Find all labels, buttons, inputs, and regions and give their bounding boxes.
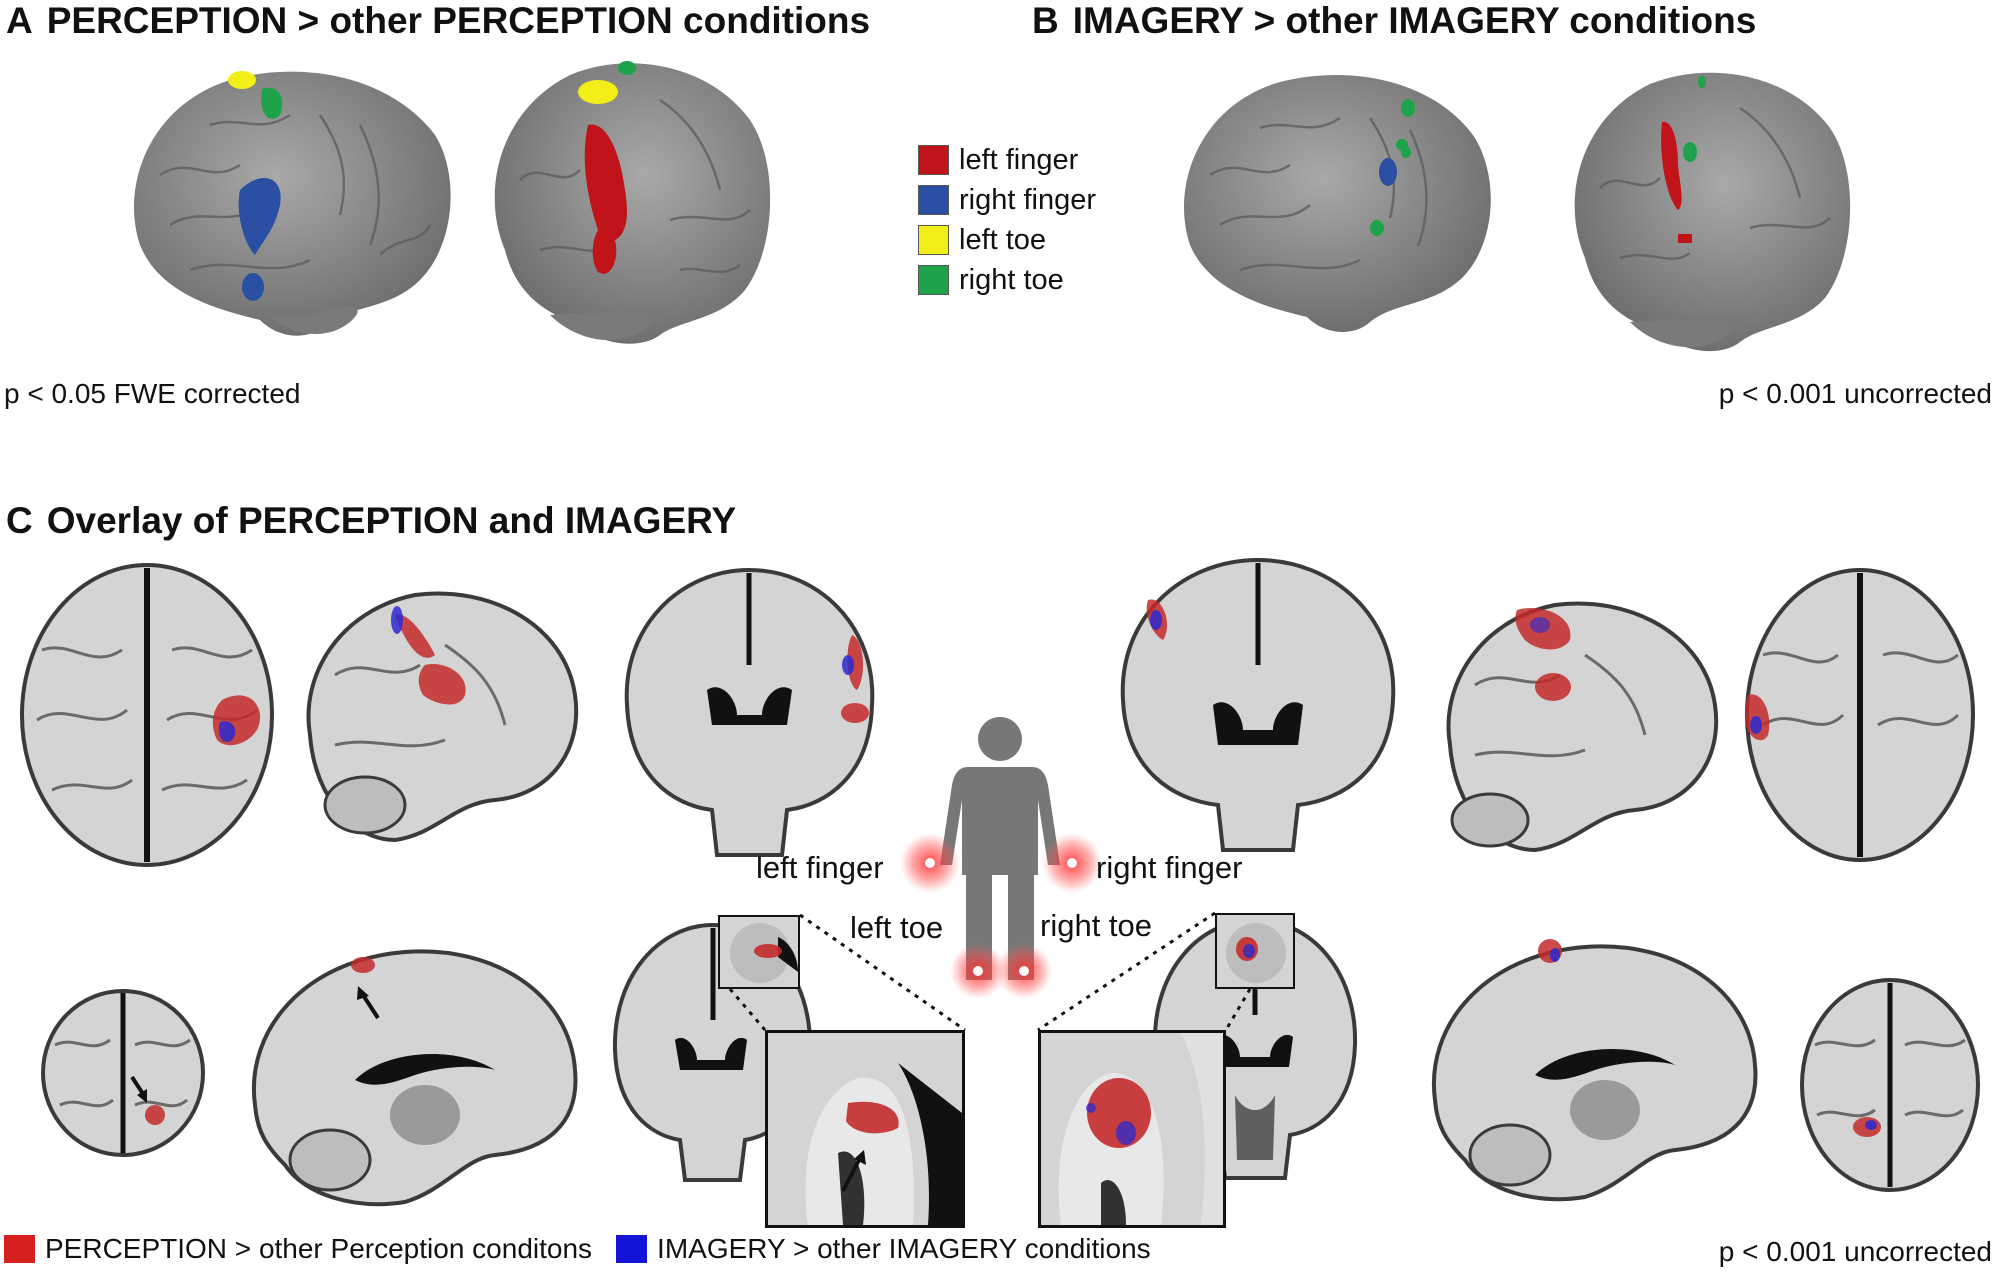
legend-swatch-left-finger xyxy=(918,145,949,175)
blob-right-toe xyxy=(1683,142,1697,162)
blob-left-finger xyxy=(584,124,627,274)
blob-right-toe xyxy=(1698,76,1706,88)
panel-a-title: A PERCEPTION > other PERCEPTION condition… xyxy=(6,0,870,42)
overlay-perception xyxy=(351,957,375,973)
panel-a-heading: PERCEPTION > other PERCEPTION conditions xyxy=(46,0,871,41)
slice-sagittal-left xyxy=(306,591,579,843)
legend-swatch-right-toe xyxy=(918,265,949,295)
overlay-imagery xyxy=(391,606,403,634)
overlay-imagery xyxy=(842,655,854,675)
panel-c-threshold: p < 0.001 uncorrected xyxy=(1718,1236,1992,1267)
overlay-legend: PERCEPTION > other Perception conditons … xyxy=(4,1233,1175,1265)
panel-a-threshold: p < 0.05 FWE corrected xyxy=(4,378,301,409)
slice-sagittal-medial-left xyxy=(251,949,578,1207)
overlay-perception xyxy=(846,1101,899,1134)
legend-label-left-finger: left finger xyxy=(959,143,1079,176)
slice-coronal-left xyxy=(624,567,875,857)
legend-item-left-toe: left toe xyxy=(918,220,1096,260)
blob-right-finger-lower xyxy=(242,273,264,301)
slice-sagittal-right xyxy=(1446,601,1719,853)
overlay-imagery xyxy=(1086,1103,1096,1113)
slice-coronal-right xyxy=(1120,557,1396,852)
legend-item-right-toe: right toe xyxy=(918,260,1096,300)
overlay-imagery xyxy=(1865,1120,1877,1130)
panel-b-brain-left-hemisphere xyxy=(1574,72,1851,352)
panel-a-brain-right-hemisphere xyxy=(134,71,451,336)
panel-c-title: C Overlay of PERCEPTION and IMAGERY xyxy=(6,500,736,542)
zoom-box-left xyxy=(765,1030,965,1228)
overlay-imagery xyxy=(218,721,236,742)
roi-box-right xyxy=(1215,913,1295,989)
panel-b-threshold: p < 0.001 uncorrected xyxy=(1718,378,1992,409)
body-label-left-finger: left finger xyxy=(756,850,884,885)
blob-right-finger xyxy=(1379,158,1397,186)
panel-b-title: B IMAGERY > other IMAGERY conditions xyxy=(1032,0,1756,42)
slice-axial-left xyxy=(20,563,274,867)
overlay-legend-item-perception: PERCEPTION > other Perception conditons xyxy=(4,1233,592,1265)
slice-axial-small-right xyxy=(1800,978,1980,1192)
overlay-legend-label-perception: PERCEPTION > other Perception conditons xyxy=(45,1233,593,1264)
slice-axial-small-left xyxy=(41,989,205,1157)
overlay-imagery xyxy=(1530,617,1550,633)
panel-c-heading: Overlay of PERCEPTION and IMAGERY xyxy=(46,500,737,541)
overlay-perception xyxy=(1535,673,1571,701)
overlay-imagery xyxy=(1750,716,1762,734)
overlay-perception xyxy=(754,944,782,958)
panel-a-brain-left-hemisphere xyxy=(494,61,771,344)
legend-label-right-toe: right toe xyxy=(959,263,1064,296)
overlay-legend-swatch-imagery xyxy=(616,1235,648,1263)
legend-label-left-toe: left toe xyxy=(959,223,1047,256)
overlay-perception xyxy=(395,614,435,658)
blob-right-toe xyxy=(618,61,636,75)
blob-right-toe xyxy=(1370,220,1384,236)
blob-right-toe xyxy=(1401,99,1415,117)
slice-sagittal-medial-right xyxy=(1431,939,1758,1202)
overlay-imagery xyxy=(1550,948,1560,962)
body-label-right-finger: right finger xyxy=(1096,850,1243,885)
body-label-left-toe: left toe xyxy=(850,910,944,945)
overlay-legend-swatch-perception xyxy=(4,1235,35,1263)
overlay-perception xyxy=(418,664,466,705)
panel-b-letter: B xyxy=(1032,0,1059,41)
roi-box-left xyxy=(718,915,800,989)
overlay-legend-label-imagery: IMAGERY > other IMAGERY conditions xyxy=(657,1233,1151,1264)
body-label-right-toe: right toe xyxy=(1040,908,1153,943)
overlay-perception xyxy=(841,703,869,723)
legend-item-right-finger: right finger xyxy=(918,180,1096,220)
overlay-imagery xyxy=(1150,610,1162,630)
blob-left-toe xyxy=(228,71,256,89)
blob-right-finger xyxy=(238,178,281,255)
zoom-box-right xyxy=(1038,1030,1226,1228)
condition-legend: left finger right finger left toe right … xyxy=(918,140,1096,300)
panel-b-heading: IMAGERY > other IMAGERY conditions xyxy=(1072,0,1757,41)
blob-left-toe xyxy=(578,80,618,104)
panel-a-letter: A xyxy=(6,0,33,41)
slice-axial-right xyxy=(1744,568,1975,862)
legend-item-left-finger: left finger xyxy=(918,140,1096,180)
blob-right-toe xyxy=(261,87,283,119)
blob-left-finger xyxy=(1661,121,1682,210)
overlay-imagery xyxy=(1243,944,1255,958)
blob-left-finger xyxy=(1678,234,1692,243)
overlay-perception xyxy=(145,1105,165,1125)
legend-swatch-left-toe xyxy=(918,225,949,255)
overlay-legend-item-imagery: IMAGERY > other IMAGERY conditions xyxy=(616,1233,1151,1265)
panel-b-brain-right-hemisphere xyxy=(1184,74,1491,332)
overlay-perception xyxy=(847,635,864,690)
legend-label-right-finger: right finger xyxy=(959,183,1097,216)
overlay-imagery xyxy=(1116,1121,1136,1145)
legend-swatch-right-finger xyxy=(918,185,949,215)
panel-c-letter: C xyxy=(6,500,33,541)
body-figure xyxy=(900,717,1102,999)
blob-right-toe xyxy=(1401,146,1411,158)
